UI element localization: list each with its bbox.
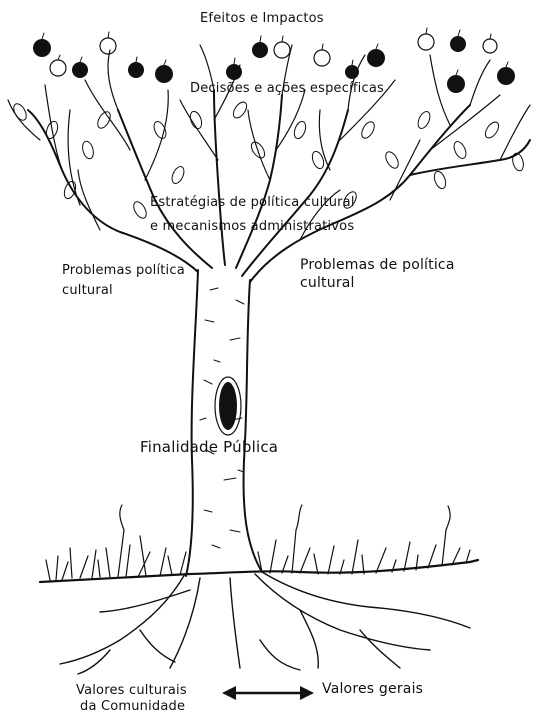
apple-icon	[274, 42, 290, 58]
apple-icon	[447, 75, 465, 93]
apple-icon	[367, 49, 385, 67]
label-problems-left-1: Problemas política	[62, 264, 185, 278]
apple-icon	[497, 67, 515, 85]
label-decisions: Decisões e ações específicas	[190, 82, 384, 96]
apple-icon	[155, 65, 173, 83]
apple-icon	[72, 62, 88, 78]
label-effects: Efeitos e Impactos	[200, 12, 324, 26]
roots	[60, 572, 470, 674]
label-roots-left-2: da Comunidade	[80, 700, 185, 714]
label-problems-right-1: Problemas de política	[300, 258, 455, 273]
apple-icon	[226, 64, 242, 80]
double-arrow-icon	[222, 686, 314, 700]
label-roots-left-1: Valores culturais	[76, 684, 187, 698]
label-problems-right-2: cultural	[300, 276, 355, 291]
label-strategies-1: Estratégias de política cultural	[150, 196, 355, 210]
apple-icon	[33, 39, 51, 57]
tree-hollow	[219, 382, 237, 430]
apple-icon	[483, 39, 497, 53]
label-problems-left-2: cultural	[62, 284, 113, 298]
label-roots-right: Valores gerais	[322, 682, 423, 697]
apple-icon	[418, 34, 434, 50]
apple-icon	[128, 62, 144, 78]
apple-icon	[314, 50, 330, 66]
apple-icon	[100, 38, 116, 54]
apple-icon	[50, 60, 66, 76]
apple-icon	[450, 36, 466, 52]
label-strategies-2: e mecanismos administrativos	[150, 220, 354, 234]
label-public-purpose: Finalidade Pública	[140, 440, 278, 456]
apple-stems	[42, 28, 508, 75]
apple-icon	[252, 42, 268, 58]
apple-icon	[345, 65, 359, 79]
main-branches	[28, 90, 530, 282]
